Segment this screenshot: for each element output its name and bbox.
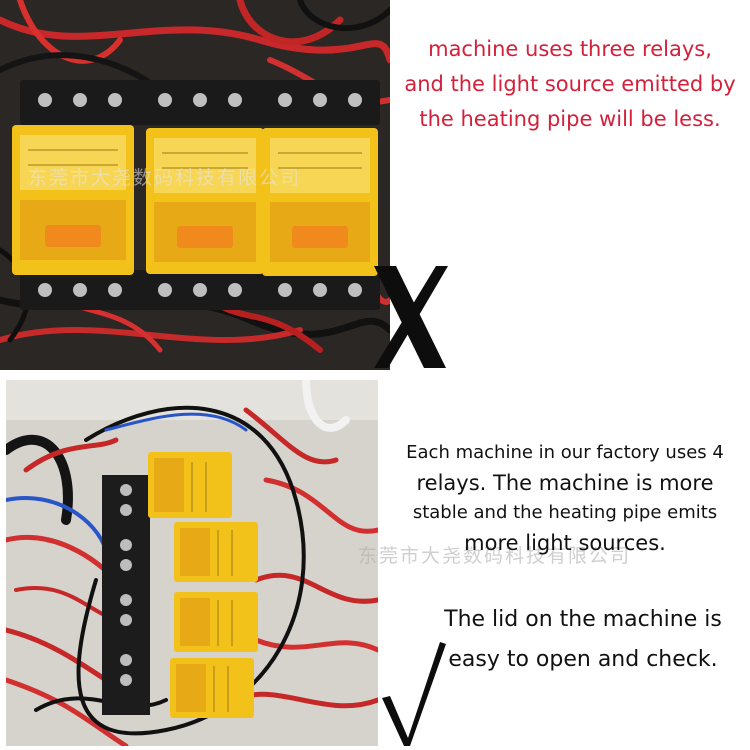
top-caption: machine uses three relays, and the light… (392, 32, 748, 137)
bottom-caption-1-line-3: stable and the heating pipe emits (412, 502, 718, 523)
bottom-caption-1-line-1: Each machine in our factory uses 4 (406, 442, 724, 463)
cross-mark-icon (366, 262, 452, 372)
watermark-bottom: 东莞市大尧数码科技有限公司 (358, 545, 632, 567)
top-caption-line-3: the heating pipe will be less. (419, 107, 721, 131)
bottom-caption-2-line-2: easy to open and check. (448, 647, 718, 672)
bottom-caption-2-line-1: The lid on the machine is (444, 607, 722, 632)
bottom-caption-1-line-4: more light sources. (464, 531, 666, 555)
top-relay-photo: 东莞市大尧数码科技有限公司 (0, 0, 390, 370)
check-mark-icon (380, 640, 450, 748)
four-relays-illustration (6, 380, 378, 746)
bottom-caption-lid: The lid on the machine is easy to open a… (420, 600, 746, 680)
bottom-caption-four-relays: Each machine in our factory uses 4 relay… (384, 438, 746, 558)
top-caption-line-1: machine uses three relays, (428, 37, 712, 61)
watermark-top: 东莞市大尧数码科技有限公司 (28, 167, 302, 189)
bottom-relay-photo (6, 380, 378, 746)
bottom-caption-1-line-2: relays. The machine is more (416, 471, 714, 495)
top-caption-line-2: and the light source emitted by (404, 72, 736, 96)
three-relays-illustration (0, 0, 390, 370)
